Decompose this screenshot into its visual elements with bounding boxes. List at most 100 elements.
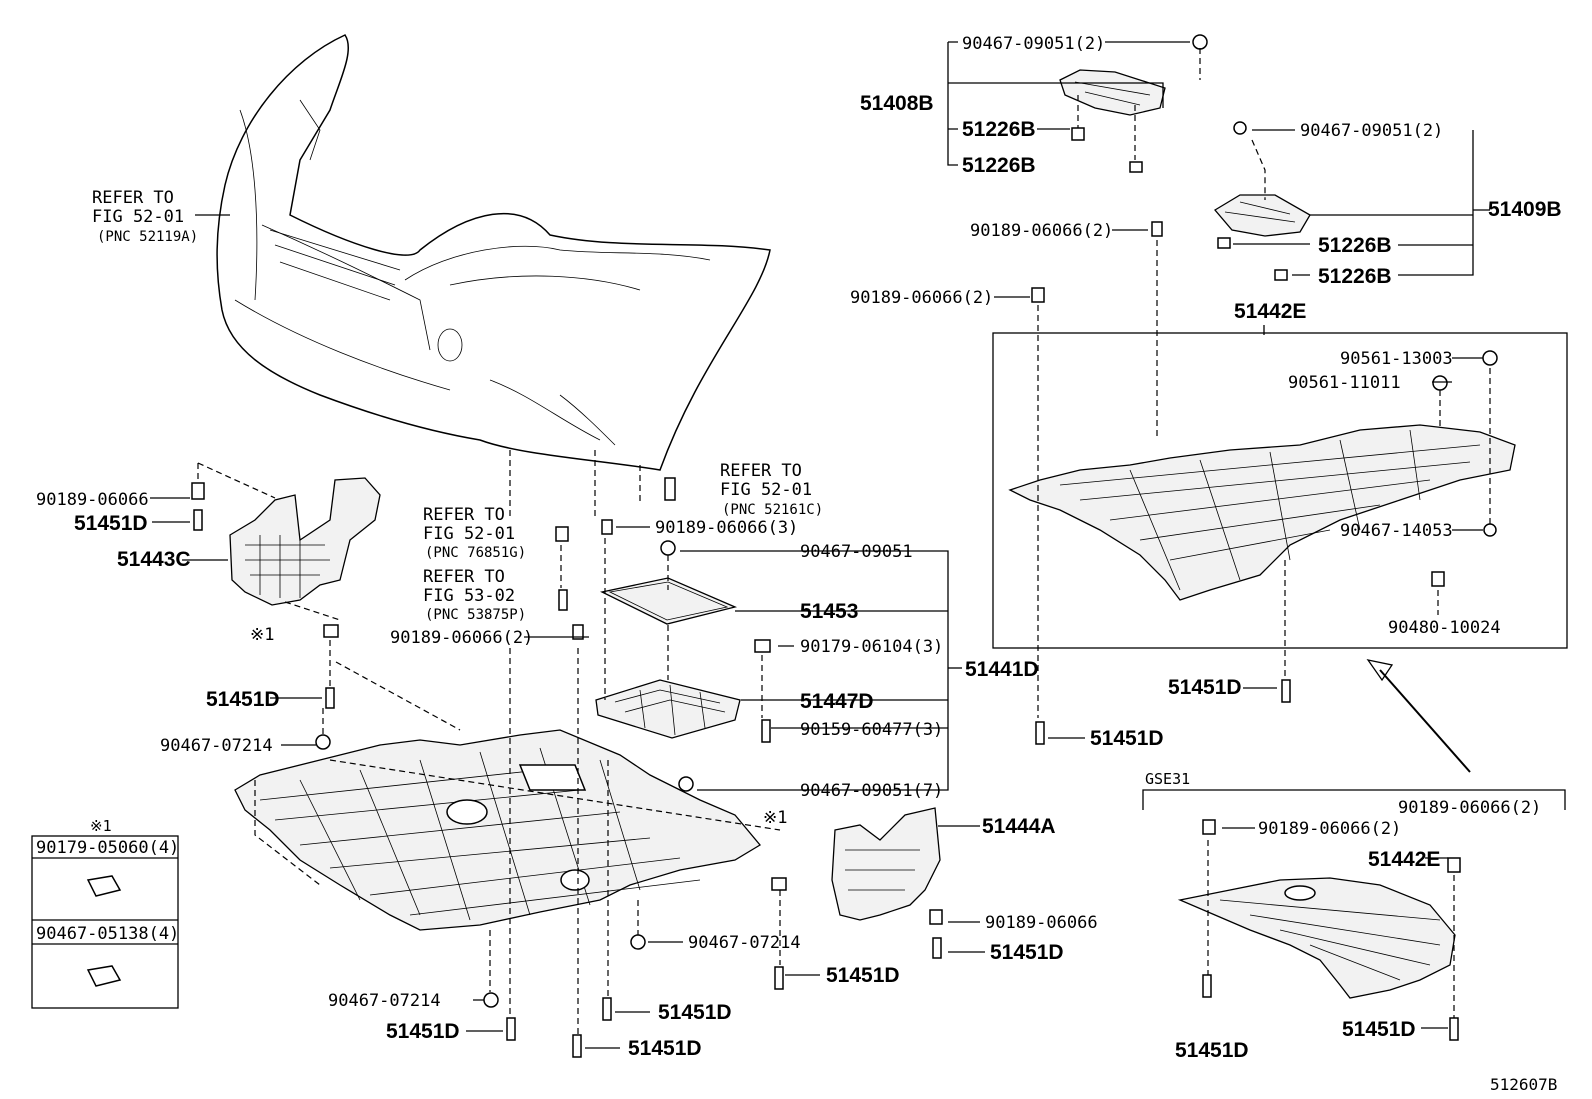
note-mark-mid: ※1 xyxy=(763,808,787,828)
bolt-icon xyxy=(774,966,784,990)
front-bumper-cover-drawing xyxy=(216,34,771,471)
u-nut-icon xyxy=(86,875,122,897)
label-90467-09051-7: 90467-09051(7) xyxy=(800,781,943,801)
bolt-icon xyxy=(572,1034,582,1058)
label-gse31: GSE31 xyxy=(1145,770,1190,788)
clip-icon xyxy=(660,540,676,556)
nut-icon xyxy=(1031,287,1045,303)
label-90189-06066-2-d: 90189-06066(2) xyxy=(1258,819,1401,839)
bolt-icon xyxy=(1281,679,1291,703)
label-51443c: 51443C xyxy=(117,548,191,571)
label-51451d-g2: 51451D xyxy=(1175,1039,1249,1062)
legend-item-1: 90179-05060(4) xyxy=(36,838,179,858)
51442e-detail-frame xyxy=(992,332,1568,649)
bolt-icon xyxy=(1449,1017,1459,1041)
label-90467-14053: 90467-14053 xyxy=(1340,521,1453,541)
label-refer-52161c-line1: REFER TO xyxy=(720,461,802,481)
bolt-icon xyxy=(193,509,203,531)
clip-icon xyxy=(1217,237,1231,249)
u-nut-icon xyxy=(86,965,122,987)
label-90179-06104-3: 90179-06104(3) xyxy=(800,637,943,657)
label-refer-53875p-line3: (PNC 53875P) xyxy=(425,607,526,623)
label-51408b: 51408B xyxy=(860,92,934,115)
label-90189-06066-2-a: 90189-06066(2) xyxy=(970,221,1113,241)
label-51226b-b: 51226B xyxy=(962,154,1036,177)
label-51226b-d: 51226B xyxy=(1318,265,1392,288)
51447d-bracket-drawing xyxy=(595,679,741,739)
bolt-icon xyxy=(1035,721,1045,745)
grommet-icon xyxy=(1482,350,1498,366)
label-51451d-l2: 51451D xyxy=(206,688,280,711)
51442e-boxed-cover-drawing xyxy=(992,332,1568,649)
label-90467-09051-2-a: 90467-09051(2) xyxy=(962,34,1105,54)
label-refer-52119a-line1: REFER TO xyxy=(92,188,174,208)
clip-icon xyxy=(678,776,694,792)
label-refer-53875p-line1: REFER TO xyxy=(423,567,505,587)
label-51409b: 51409B xyxy=(1488,198,1562,221)
bolt-icon xyxy=(1483,523,1497,537)
nut-icon xyxy=(754,639,771,653)
label-90561-11011: 90561-11011 xyxy=(1288,373,1401,393)
leader-lines xyxy=(150,41,1491,1049)
bolt-icon xyxy=(630,934,646,950)
label-90189-06066-2-e: 90189-06066(2) xyxy=(1398,798,1541,818)
label-refer-52119a-line2: FIG 52-01 xyxy=(92,207,184,227)
label-90467-07214-c: 90467-07214 xyxy=(328,991,441,1011)
clip-icon xyxy=(555,526,569,542)
label-51442e-b: 51442E xyxy=(1368,848,1440,871)
label-90467-07214-a: 90467-07214 xyxy=(160,736,273,756)
clip-icon xyxy=(1274,269,1288,281)
label-refer-76851g-line2: FIG 52-01 xyxy=(423,524,515,544)
legend-box xyxy=(31,835,179,1009)
bolt-icon xyxy=(506,1017,516,1041)
clip-icon xyxy=(1071,127,1085,141)
label-refer-52161c-line3: (PNC 52161C) xyxy=(722,502,823,518)
nut-icon xyxy=(1151,221,1163,237)
legend-note-mark: ※1 xyxy=(90,817,112,835)
bolt-icon xyxy=(761,719,771,743)
label-refer-52119a-line3: (PNC 52119A) xyxy=(97,229,198,245)
clip-icon xyxy=(323,624,339,638)
label-51441d: 51441D xyxy=(965,658,1039,681)
label-51447d: 51447D xyxy=(800,690,874,713)
label-90189-06066-mid: 90189-06066 xyxy=(985,913,1098,933)
bolt-icon xyxy=(602,997,612,1021)
51443c-left-shield-drawing xyxy=(229,477,381,606)
label-51451d-l1: 51451D xyxy=(74,512,148,535)
clip-icon xyxy=(1192,34,1208,50)
clip-icon xyxy=(1233,121,1247,135)
label-51444a: 51444A xyxy=(982,815,1056,838)
51409b-panel-drawing xyxy=(1214,194,1311,237)
label-51226b-c: 51226B xyxy=(1318,234,1392,257)
label-51451d-g1: 51451D xyxy=(1342,1018,1416,1041)
label-51226b-a: 51226B xyxy=(962,118,1036,141)
label-51451d-b2: 51451D xyxy=(658,1001,732,1024)
gse31-cover-drawing xyxy=(1142,789,1566,999)
label-90480-10024: 90480-10024 xyxy=(1388,618,1501,638)
bolt-icon xyxy=(483,992,499,1008)
label-refer-52161c-line2: FIG 52-01 xyxy=(720,480,812,500)
label-refer-76851g-line3: (PNC 76851G) xyxy=(425,545,526,561)
nut-icon xyxy=(572,624,584,640)
nut-icon xyxy=(1447,857,1461,873)
51444a-right-shield-drawing xyxy=(831,807,941,921)
clip-icon xyxy=(1129,161,1143,173)
label-51451d-r2: 51451D xyxy=(1090,727,1164,750)
fastener-icons xyxy=(191,34,1498,1058)
nut-icon xyxy=(191,482,205,500)
bolt-icon xyxy=(1202,974,1212,998)
label-90189-06066-left: 90189-06066 xyxy=(36,490,149,510)
label-refer-76851g-line1: REFER TO xyxy=(423,505,505,525)
label-51451d-r1: 51451D xyxy=(1168,676,1242,699)
label-refer-53875p-line2: FIG 53-02 xyxy=(423,586,515,606)
label-51453: 51453 xyxy=(800,600,858,623)
bolt-icon xyxy=(932,937,942,959)
label-51442e-a: 51442E xyxy=(1234,300,1306,323)
label-51451d-b3: 51451D xyxy=(628,1037,702,1060)
clip-icon xyxy=(771,877,787,891)
label-51451d-m2: 51451D xyxy=(826,964,900,987)
51441d-engine-under-cover-drawing xyxy=(234,729,761,931)
bolt-icon xyxy=(325,687,335,709)
